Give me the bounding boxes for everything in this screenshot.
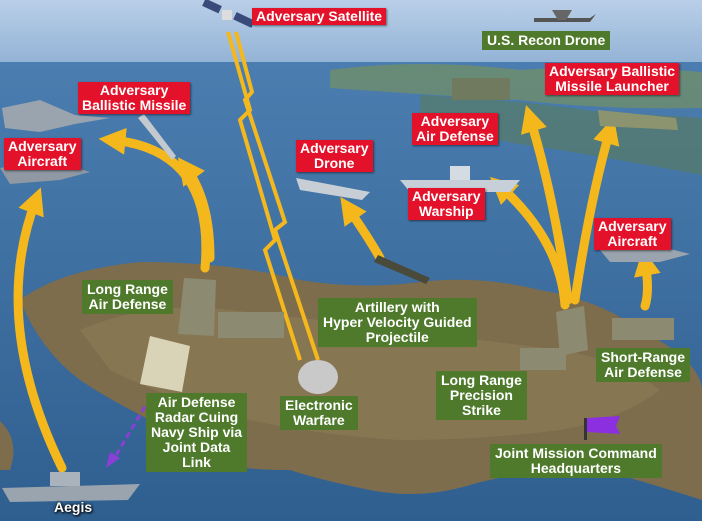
air-defense-vehicle-icon: [452, 78, 510, 100]
recon-drone-icon: [534, 10, 596, 22]
lrps-truck-icon: [520, 348, 566, 370]
ew-beam-right: [234, 31, 320, 361]
aegis-ship-icon: [2, 484, 140, 502]
island-edge: [0, 421, 14, 470]
missile-launcher-icon: [598, 110, 678, 130]
lrad-launcher-icon: [178, 278, 216, 336]
data-link-arrowhead: [106, 452, 120, 468]
adversary-drone-icon: [296, 178, 370, 200]
label-adversary-satellite: Adversary Satellite: [252, 8, 387, 25]
shorad-vehicle-icon: [612, 318, 674, 340]
aircraft-left-icon: [2, 100, 110, 132]
arrow-shorad-to-aircraft: [634, 248, 661, 311]
arrow-lrad-to-missile: [177, 157, 215, 263]
arrow-artillery-to-drone: [340, 196, 385, 263]
engagement-arrows: [13, 105, 661, 473]
radar-icon: [140, 336, 190, 392]
arrow-lrps-to-air-defense: [521, 105, 573, 305]
ew-jamming-beams: [226, 31, 320, 361]
lrps-launcher-icon: [556, 306, 588, 356]
arrow-aegis-to-aircraft: [13, 187, 67, 473]
arrow-lrps-to-launcher: [570, 117, 620, 305]
label-aegis: Aegis: [54, 499, 93, 515]
command-flag-icon: [584, 416, 620, 440]
ballistic-missile-icon: [138, 114, 176, 160]
ew-dish-icon: [298, 360, 338, 394]
data-link-line: [110, 397, 152, 463]
label-us-recon-drone: U.S. Recon Drone: [482, 31, 611, 50]
lrad-truck-icon: [218, 312, 284, 338]
artillery-icon: [374, 255, 430, 284]
satellite-icon: [202, 0, 255, 28]
